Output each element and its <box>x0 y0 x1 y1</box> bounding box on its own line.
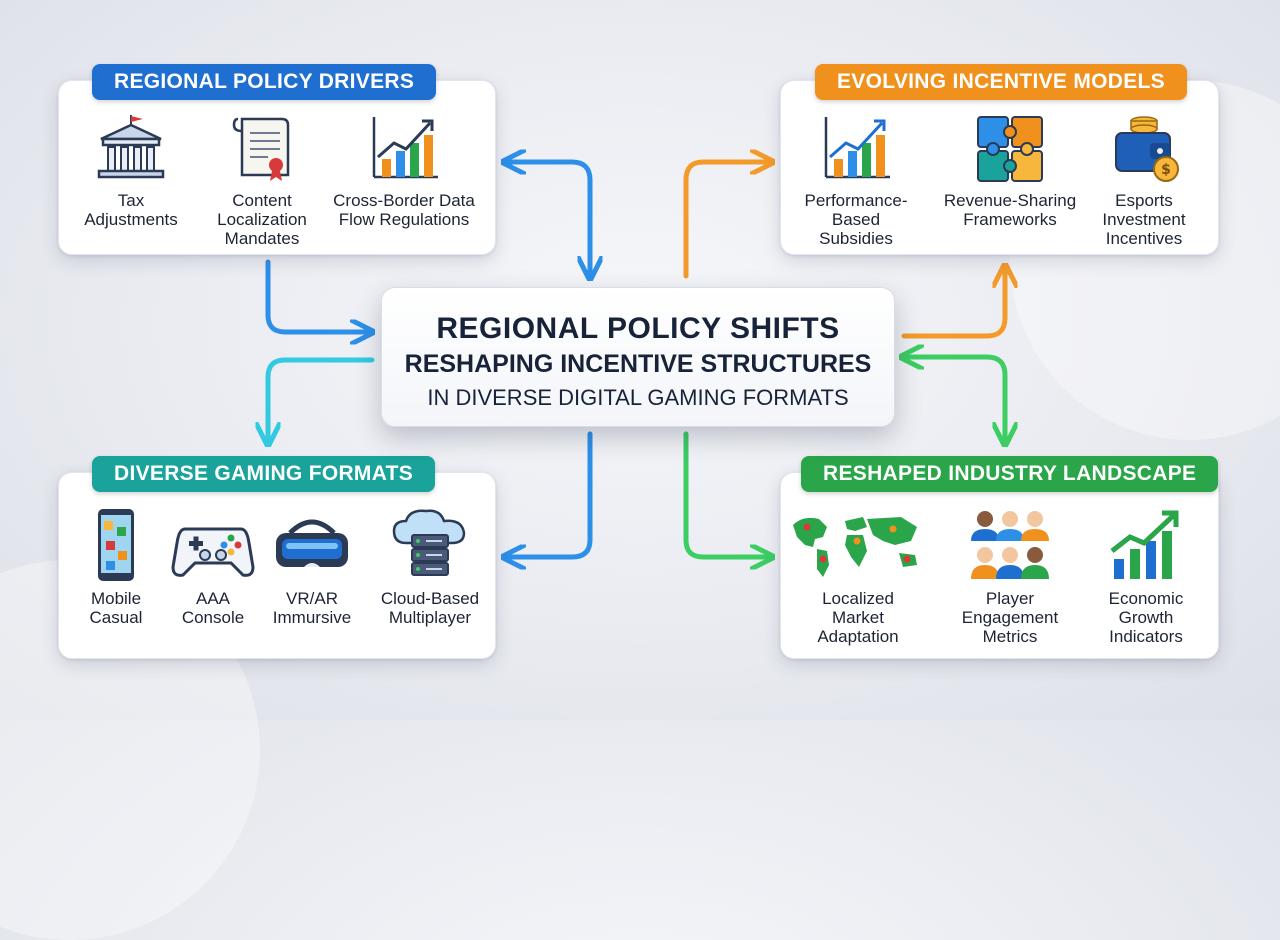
cloud-server-icon <box>392 509 466 576</box>
people-group-icon <box>971 511 1049 579</box>
arrow-center-to-incentives <box>683 162 770 279</box>
arrow-center-to-landscape <box>683 431 770 557</box>
document-scroll-icon <box>232 117 290 181</box>
arrow-center-right-to-incentives <box>901 268 1005 339</box>
panel-title: REGIONAL POLICY DRIVERS <box>92 64 437 100</box>
gamepad-icon <box>171 527 255 577</box>
puzzle-icon <box>977 116 1043 182</box>
arrow-center-landscape-bidirectional <box>904 357 1005 442</box>
panel-evolving-incentive-models: EVOLVING INCENTIVE MODELS Performance-Ba… <box>780 64 1219 255</box>
center-title-line3: IN DIVERSE DIGITAL GAMING FORMATS <box>427 385 849 410</box>
growth-chart-icon <box>824 117 890 179</box>
government-building-icon <box>97 115 165 179</box>
arrow-drivers-to-center <box>265 259 370 332</box>
world-map-icon <box>793 517 917 577</box>
panel-title: EVOLVING INCENTIVE MODELS <box>815 64 1187 100</box>
panel-title: RESHAPED INDUSTRY LANDSCAPE <box>801 456 1219 492</box>
center-title-box: REGIONAL POLICY SHIFTS RESHAPING INCENTI… <box>381 287 895 427</box>
arrow-center-to-formats <box>268 357 375 442</box>
connector-arrows <box>0 0 1280 720</box>
smartphone-icon <box>98 509 134 581</box>
arrow-center-down-to-formats <box>506 431 593 557</box>
center-title-line1: REGIONAL POLICY SHIFTS <box>436 312 840 345</box>
center-title-line2: RESHAPING INCENTIVE STRUCTURES <box>404 350 872 378</box>
svg-text:$: $ <box>1161 162 1171 178</box>
vr-headset-icon <box>276 519 348 567</box>
growth-chart-icon <box>372 117 438 179</box>
growth-bars-icon <box>1110 510 1179 579</box>
panel-title: DIVERSE GAMING FORMATS <box>92 456 436 492</box>
wallet-coins-icon: $ <box>1115 116 1179 182</box>
arrow-drivers-center-bidirectional <box>506 162 590 276</box>
